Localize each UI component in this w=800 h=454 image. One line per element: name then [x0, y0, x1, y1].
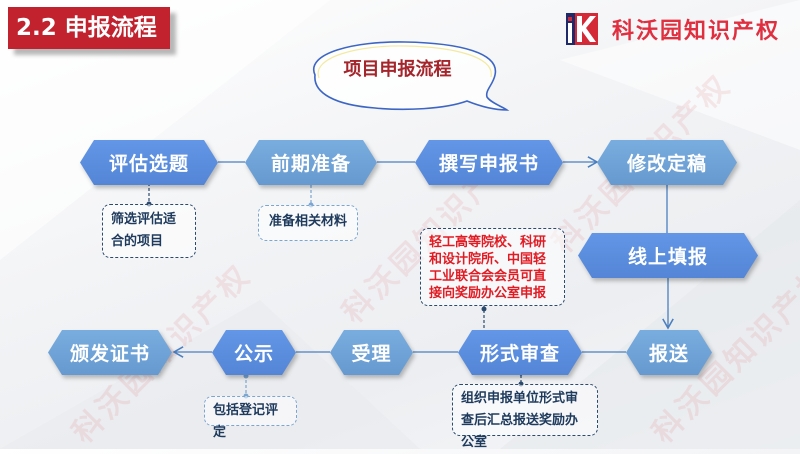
note-publicize: 包括登记评定: [204, 396, 297, 440]
note-evaluate-topic: 筛选评估适合的项目: [102, 204, 196, 258]
step-label: 颁发证书: [69, 343, 150, 365]
brand: 科沃园知识产权: [566, 13, 780, 45]
step-publicize[interactable]: 公示: [212, 330, 296, 375]
step-label: 修改定稿: [626, 153, 707, 175]
note-formal-review: 组织申报单位形式审查后汇总报送奖励办公室: [452, 384, 598, 450]
step-write-application[interactable]: 撰写申报书: [415, 140, 563, 185]
step-label: 报送: [648, 343, 689, 365]
note-direct-application: 轻工高等院校、科研和设计院所、中国轻工业联合会会员可直接向奖励办公室申报: [420, 228, 565, 306]
step-label: 撰写申报书: [438, 153, 539, 175]
diagram-title: 项目申报流程: [343, 59, 452, 80]
step-label: 评估选题: [108, 153, 189, 175]
step-label: 公示: [233, 343, 274, 365]
step-formal-review[interactable]: 形式审查: [458, 330, 582, 375]
speech-cloud-shape: [312, 41, 510, 111]
step-accept[interactable]: 受理: [330, 330, 413, 375]
step-issue-certificate[interactable]: 颁发证书: [48, 330, 172, 375]
step-online-fill[interactable]: 线上填报: [578, 233, 758, 278]
brand-logo-icon: [566, 13, 598, 45]
step-label: 前期准备: [270, 153, 351, 175]
step-evaluate-topic[interactable]: 评估选题: [80, 140, 218, 185]
section-title: 2.2 申报流程: [8, 7, 170, 49]
brand-name: 科沃园知识产权: [612, 19, 781, 44]
step-revise-finalize[interactable]: 修改定稿: [597, 140, 737, 185]
step-label: 受理: [351, 343, 392, 365]
step-label: 形式审查: [479, 343, 560, 365]
step-preparation[interactable]: 前期准备: [245, 140, 377, 185]
step-label: 线上填报: [627, 246, 708, 268]
note-preparation: 准备相关材料: [258, 205, 358, 241]
step-submit[interactable]: 报送: [626, 330, 712, 375]
